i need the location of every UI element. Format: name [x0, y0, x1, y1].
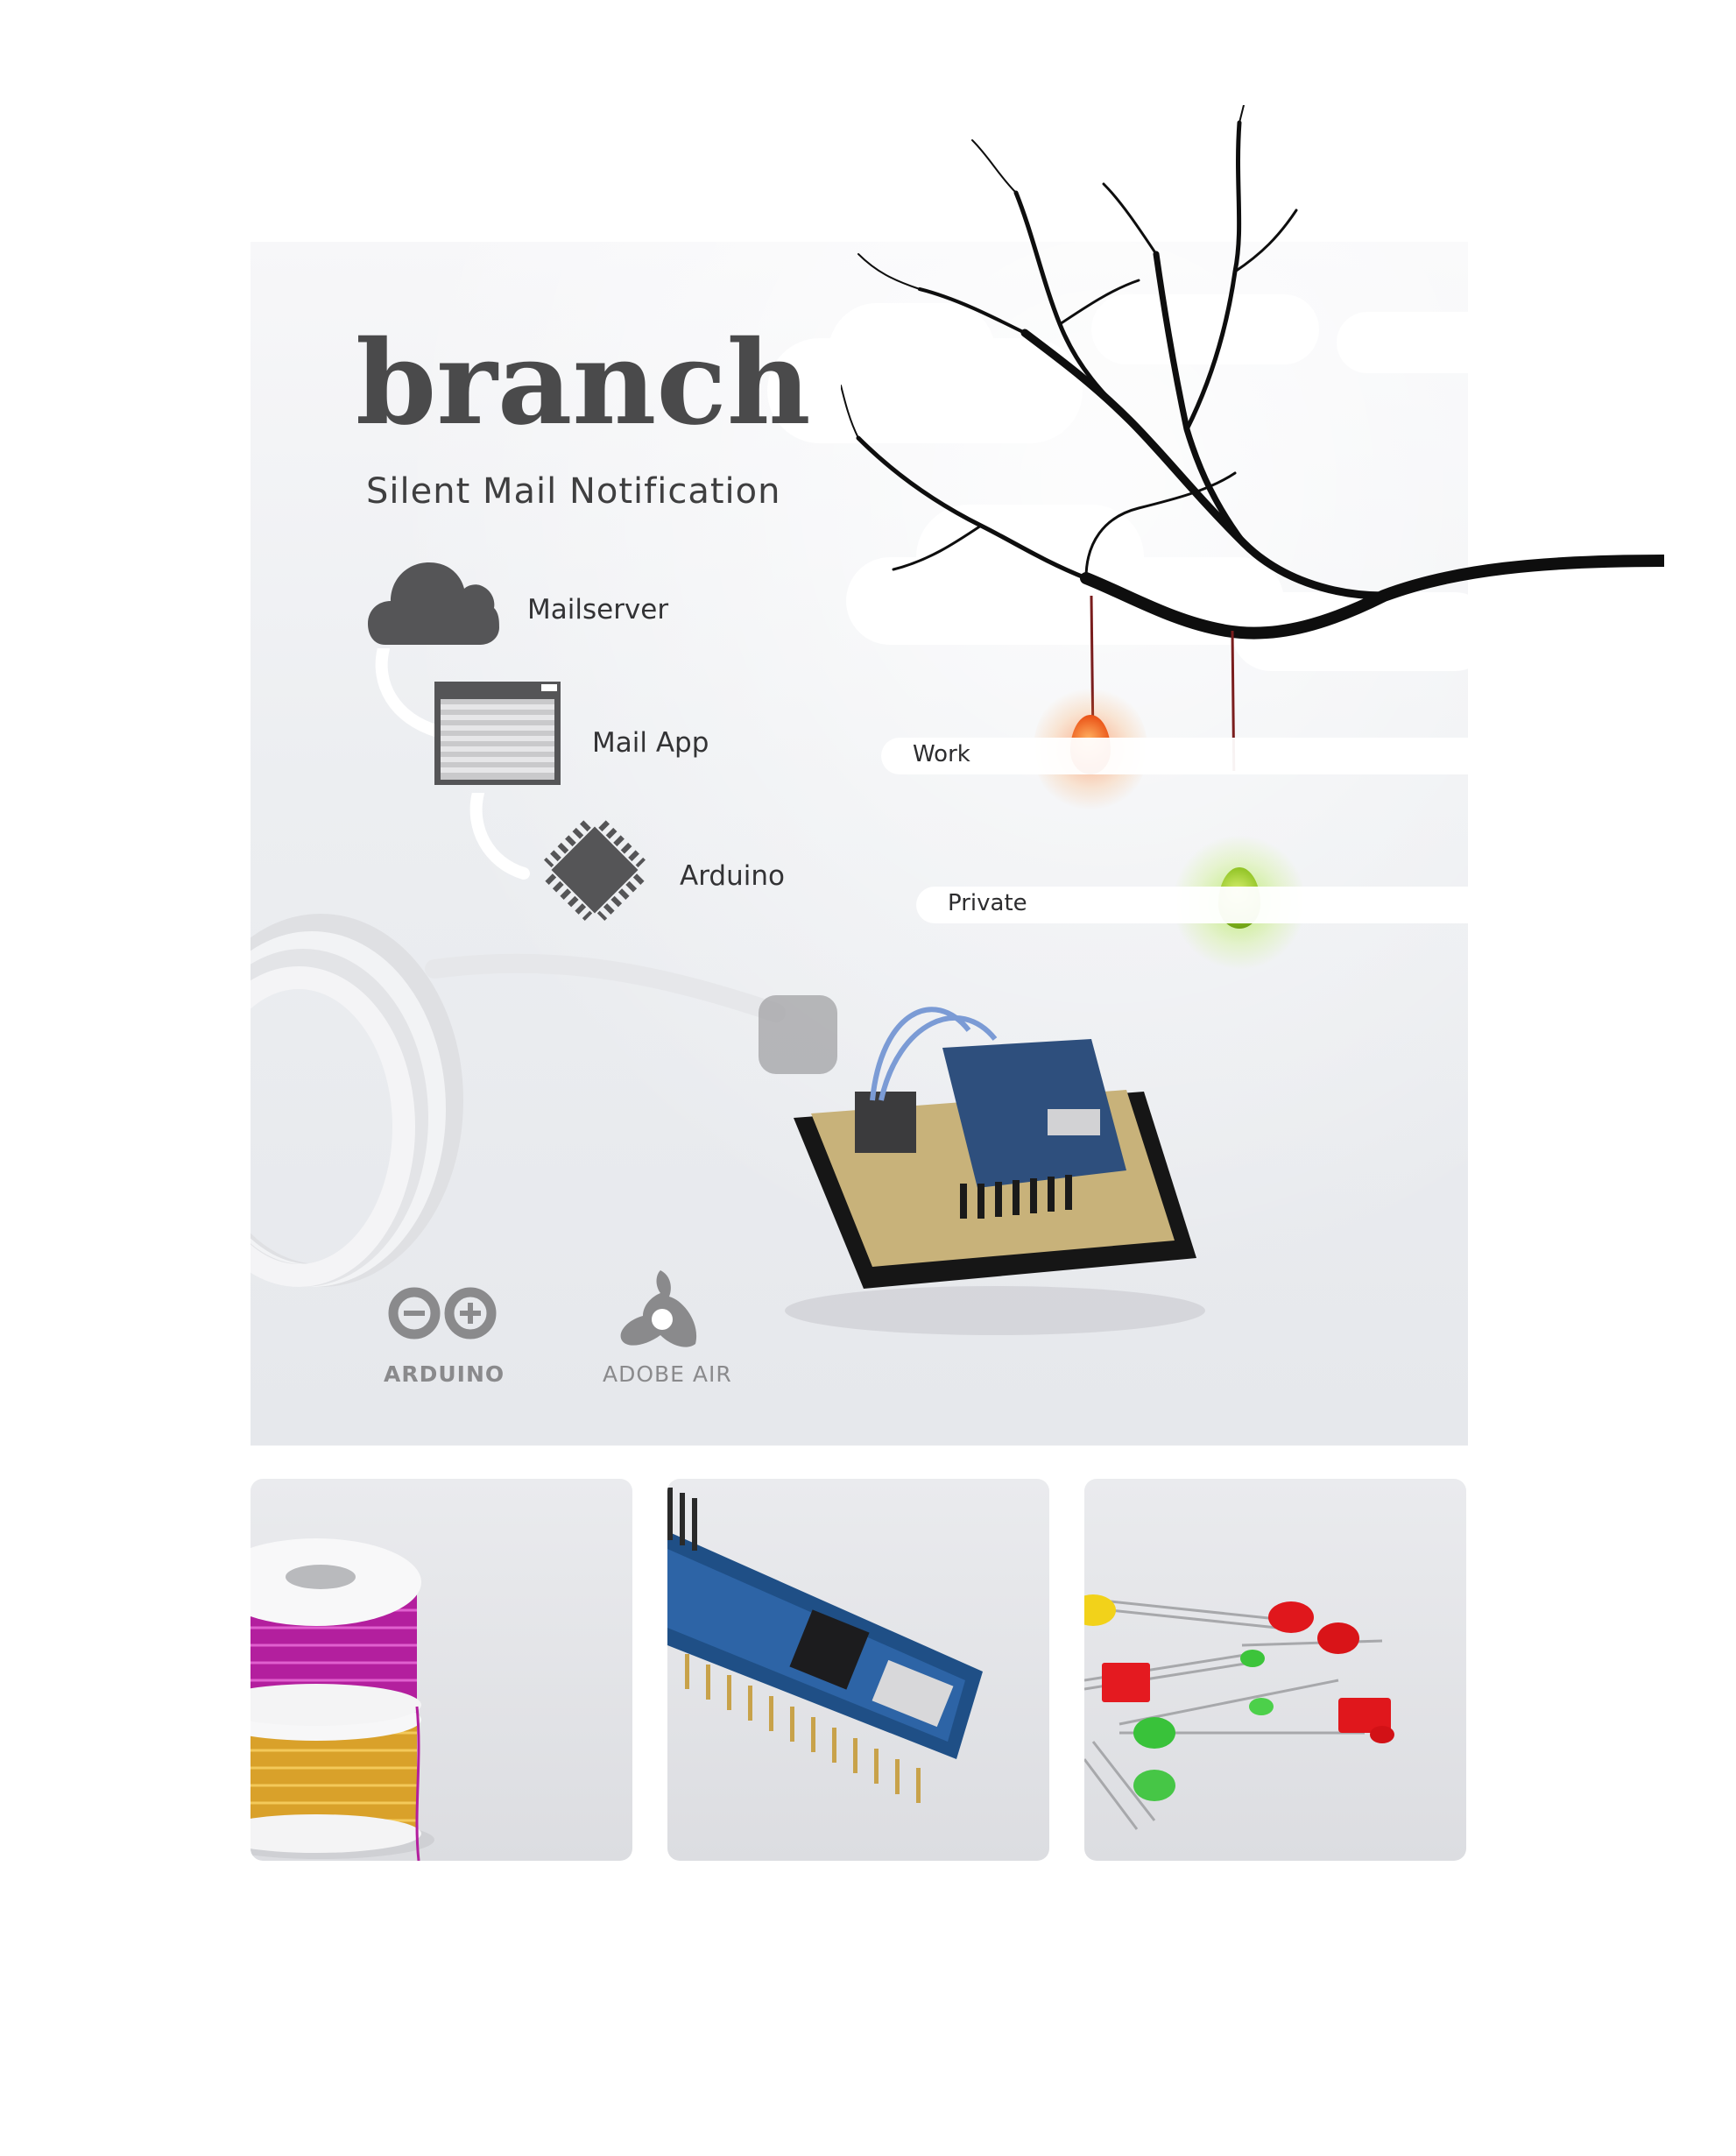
arduino-logo-icon: [388, 1287, 497, 1340]
leds-photo: [1084, 1479, 1466, 1861]
ethernet-cable: [251, 914, 786, 1287]
leds-illustration: [1084, 1594, 1394, 1830]
flow-connector: [375, 648, 444, 738]
adobe-air-logo-text: ADOBE AIR: [603, 1361, 732, 1387]
flow-step-mailserver: Mailserver: [527, 594, 669, 626]
flow-connector: [469, 793, 530, 880]
wire-spools-photo: [251, 1479, 632, 1861]
private-pill: [916, 887, 1468, 923]
arduino-nano-photo: [667, 1479, 1049, 1861]
work-pill: [881, 738, 1468, 774]
tree-branch: [841, 105, 1664, 771]
cloud-shape: [829, 303, 995, 399]
work-label: Work: [913, 741, 970, 767]
private-label: Private: [948, 890, 1027, 916]
wire-spools-illustration: [251, 1538, 434, 1861]
page-subtitle: Silent Mail Notification: [366, 471, 781, 512]
arduino-logo-text: ARDUINO: [384, 1361, 505, 1387]
cloud-shape: [1091, 294, 1319, 364]
arduino-device-photo: [759, 995, 1205, 1335]
flow-step-mail-app: Mail App: [592, 727, 709, 759]
cloud-icon: [368, 562, 499, 645]
cloud-shape: [1337, 312, 1468, 373]
window-icon: [434, 682, 561, 785]
page-title: branch: [356, 315, 811, 451]
chip-icon: [544, 820, 646, 921]
flow-step-arduino: Arduino: [680, 860, 785, 892]
adobe-air-logo-icon: [620, 1270, 697, 1347]
arduino-nano-illustration: [667, 1488, 983, 1803]
